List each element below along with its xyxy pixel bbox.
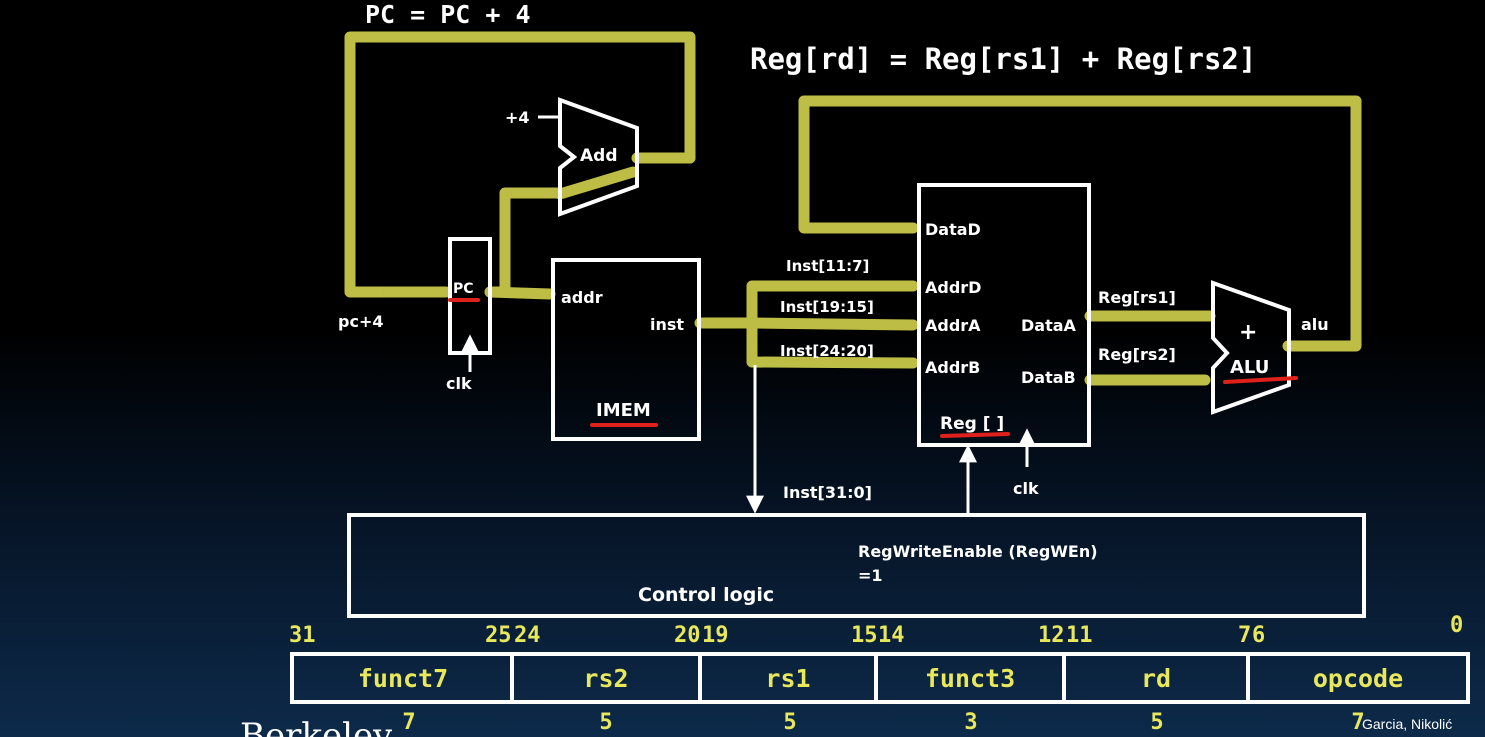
encoding-field: funct7 [357, 664, 449, 693]
imem-box [551, 258, 701, 441]
imem-label: IMEM [596, 400, 651, 421]
field-width: 5 [1150, 710, 1164, 735]
field-width: 5 [599, 710, 613, 735]
alu-shape [1211, 280, 1291, 415]
pc-label: PC [453, 281, 474, 297]
regfile-box [917, 183, 1091, 447]
datab-label: DataB [1021, 368, 1076, 387]
field-width: 5 [783, 710, 797, 735]
alu-output-label: alu [1301, 315, 1329, 334]
pc-input-label: pc+4 [338, 312, 384, 331]
pc-to-adder-wire [484, 187, 564, 298]
addrb-label: AddrB [925, 358, 981, 377]
encoding-table [290, 652, 1470, 704]
inst-rs1-label: Inst[19:15] [780, 298, 874, 316]
field-width: 7 [1351, 710, 1365, 735]
encoding-field: rs2 [583, 664, 629, 693]
inst-rs1-wire [746, 317, 919, 331]
partial-footer-text: Berkeley [240, 716, 393, 737]
bit-position: 6 [1252, 623, 1266, 648]
adder-input-highlight [554, 166, 639, 200]
pc-register-box [448, 237, 492, 355]
alu-label: ALU [1230, 357, 1270, 378]
control-logic-box [347, 513, 1366, 618]
bit-position: 19 [702, 623, 729, 648]
pc-equation: PC = PC + 4 [365, 0, 531, 29]
reg-rs2-label: Reg[rs2] [1098, 345, 1176, 364]
bit-position: 25 [485, 623, 512, 648]
pc-clk-label: clk [446, 374, 472, 393]
reg-equation: Reg[rd] = Reg[rs1] + Reg[rs2] [750, 42, 1257, 76]
reg-rs1-label: Reg[rs1] [1098, 288, 1176, 307]
reg-underline [940, 432, 1010, 438]
dataa-label: DataA [1021, 316, 1076, 335]
adder-label: Add [580, 146, 618, 166]
pc-feedback-wire [344, 31, 696, 298]
adder-shape [558, 97, 639, 217]
encoding-field: opcode [1312, 664, 1404, 693]
addra-label: AddrA [925, 316, 981, 335]
bit-position: 11 [1066, 623, 1093, 648]
imem-addr-label: addr [561, 288, 603, 307]
regfile-clk-label: clk [1013, 479, 1039, 498]
datad-label: DataD [925, 220, 981, 239]
encoding-field: funct3 [924, 664, 1016, 693]
bit-position: 24 [514, 623, 541, 648]
bit-position: 31 [289, 623, 316, 648]
field-width: 7 [402, 710, 416, 735]
inst-rs2-wire [746, 317, 919, 369]
inst-rs2-label: Inst[24:20] [780, 342, 874, 360]
pc-to-imem-wire [484, 286, 556, 300]
regwen-value-label: =1 [858, 566, 883, 585]
control-logic-label: Control logic [638, 584, 775, 606]
bit-position: 15 [851, 623, 878, 648]
bit-position: 0 [1450, 613, 1464, 638]
regwen-label: RegWriteEnable (RegWEn) [858, 542, 1098, 561]
inst-bus-wire [694, 280, 919, 329]
inst-all-label: Inst[31:0] [783, 483, 872, 502]
field-width: 3 [964, 710, 978, 735]
bit-position: 20 [674, 623, 701, 648]
bit-position: 12 [1038, 623, 1065, 648]
alu-op-label: + [1239, 320, 1258, 345]
regfile-label: Reg [ ] [940, 414, 1005, 434]
inst-rd-label: Inst[11:7] [786, 257, 870, 275]
plus4-label: +4 [505, 108, 530, 127]
alu-underline [1223, 376, 1298, 384]
encoding-field: rd [1140, 664, 1172, 693]
alu-writeback-wire [798, 95, 1362, 352]
addrd-label: AddrD [925, 278, 982, 297]
bit-position: 14 [878, 623, 905, 648]
bit-position: 7 [1238, 623, 1252, 648]
encoding-field: rs1 [765, 664, 811, 693]
active-path-highlight [344, 31, 1362, 386]
footer-authors: Garcia, Nikolić [1362, 716, 1453, 732]
imem-inst-label: inst [650, 315, 685, 334]
